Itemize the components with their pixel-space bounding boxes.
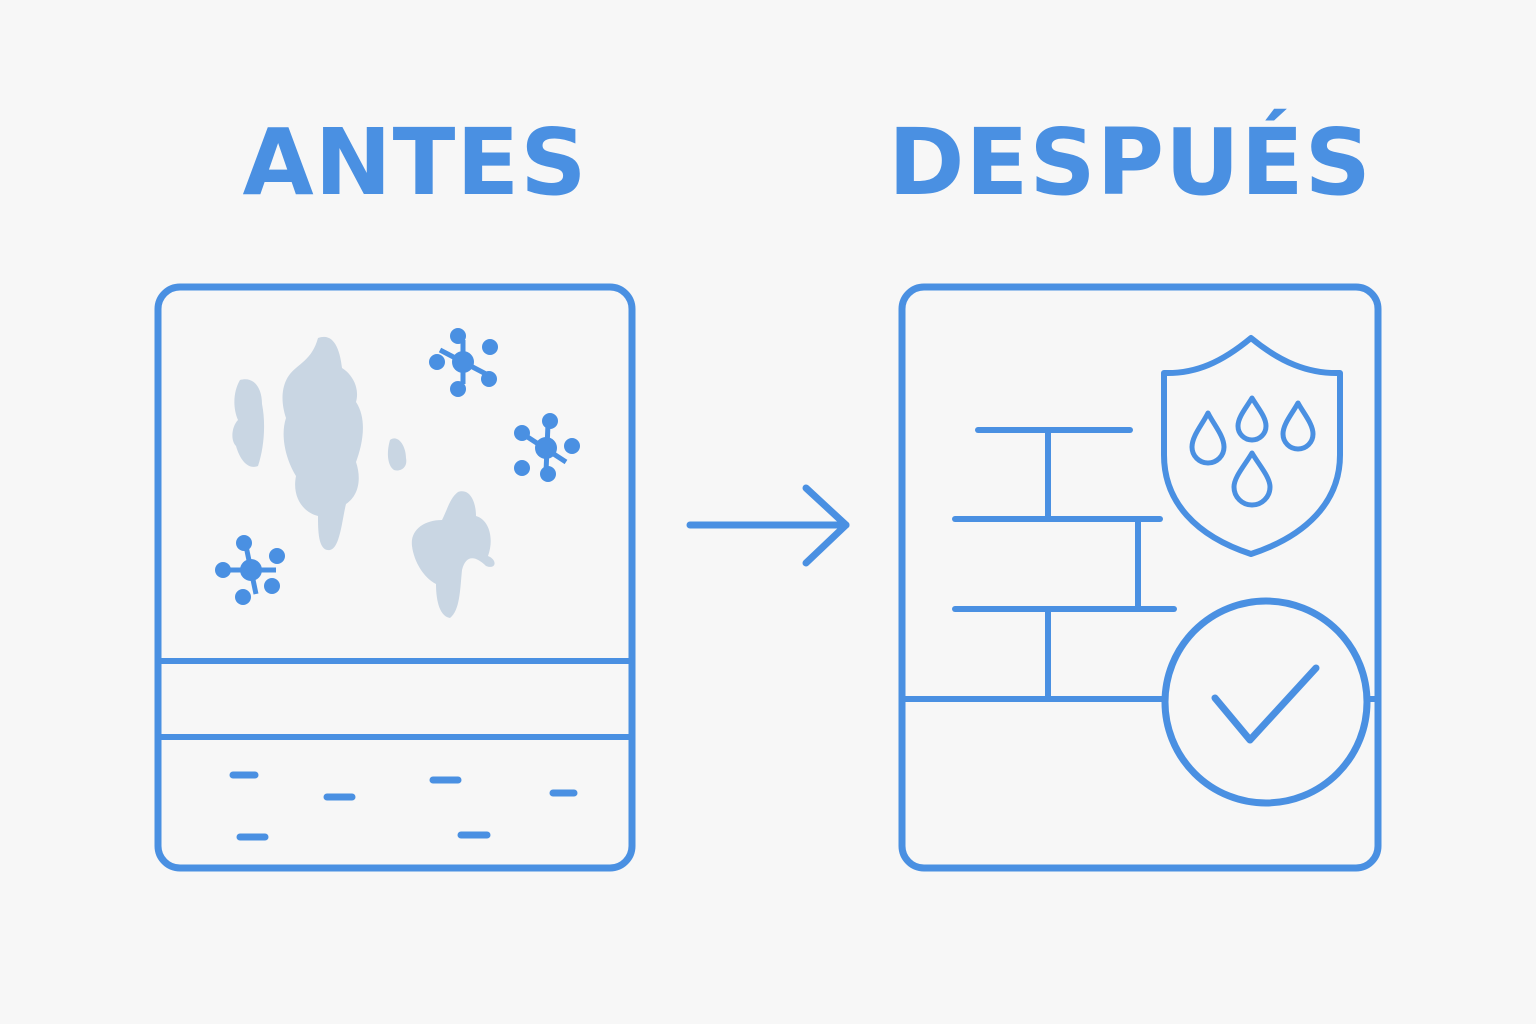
check-circle-icon xyxy=(1161,597,1371,807)
arrow-right-icon xyxy=(686,484,850,567)
after-panel-frame xyxy=(898,283,1382,872)
mold-spore-icon xyxy=(514,413,580,482)
after-panel xyxy=(898,283,1382,872)
damp-stain-icon xyxy=(232,336,495,618)
title-after: DESPUÉS xyxy=(888,109,1372,216)
brick-wall-icon xyxy=(952,427,1177,702)
water-shield-icon xyxy=(1161,335,1343,557)
before-panel xyxy=(154,283,636,872)
before-panel-frame xyxy=(154,283,636,872)
mold-spore-icon xyxy=(429,328,498,397)
wall-layer-icon xyxy=(229,771,578,841)
mold-spore-icon xyxy=(215,535,285,605)
title-before: ANTES xyxy=(242,109,588,216)
